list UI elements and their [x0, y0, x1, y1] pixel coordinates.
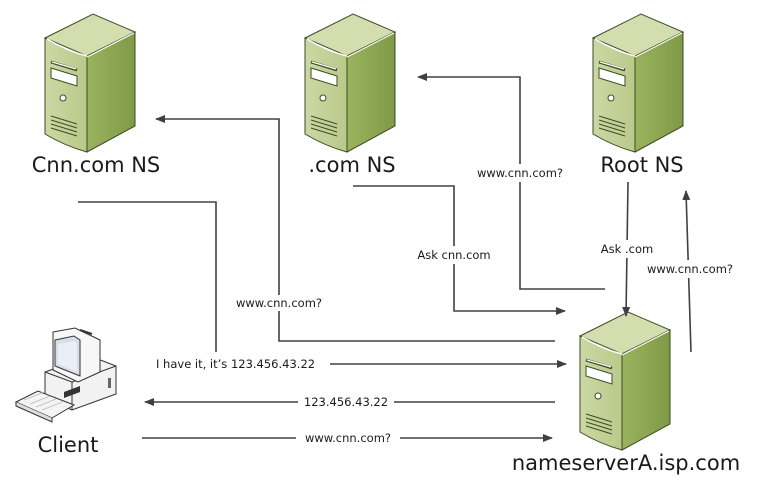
edge-nameserver-to-cnn: www.cnn.com?	[155, 115, 555, 342]
edge-client-to-nameserver: www.cnn.com?	[142, 430, 553, 446]
root-ns-label: Root NS	[600, 153, 683, 177]
com-ns-label: .com NS	[308, 153, 395, 177]
edge-label: I have it, it’s 123.456.43.22	[156, 357, 315, 371]
edge-label: www.cnn.com?	[647, 262, 733, 276]
edge-label: 123.456.43.22	[304, 395, 388, 409]
edge-nameserver-to-root: www.cnn.com?	[638, 190, 742, 353]
cnn-ns-label: Cnn.com NS	[32, 153, 161, 177]
edge-root-to-nameserver: Ask .com	[594, 181, 660, 317]
edge-label: Ask cnn.com	[417, 248, 490, 262]
edge-nameserver-to-client: 123.456.43.22	[144, 394, 555, 410]
edge-label: www.cnn.com?	[305, 431, 391, 445]
server-icon	[303, 12, 397, 154]
edge-label: www.cnn.com?	[236, 296, 322, 310]
edge-nameserver-to-com: www.cnn.com?	[417, 73, 605, 290]
nameserver-server: nameserverA.isp.com	[512, 310, 740, 475]
client-workstation: Client	[14, 327, 117, 457]
server-icon	[578, 310, 672, 452]
cnn-ns-server: Cnn.com NS	[32, 12, 161, 177]
client-label: Client	[38, 433, 99, 457]
edge-cnn-to-nameserver: I have it, it’s 123.456.43.22	[78, 201, 567, 371]
edge-com-to-nameserver: Ask cnn.com	[353, 185, 566, 315]
root-ns-server: Root NS	[591, 12, 685, 177]
com-ns-server: .com NS	[303, 12, 397, 177]
computer-icon	[14, 327, 117, 423]
nameserver-label: nameserverA.isp.com	[512, 451, 740, 475]
edge-label: Ask .com	[601, 242, 653, 256]
server-icon	[591, 12, 685, 154]
server-icon	[43, 12, 137, 154]
edge-label: www.cnn.com?	[477, 166, 563, 180]
